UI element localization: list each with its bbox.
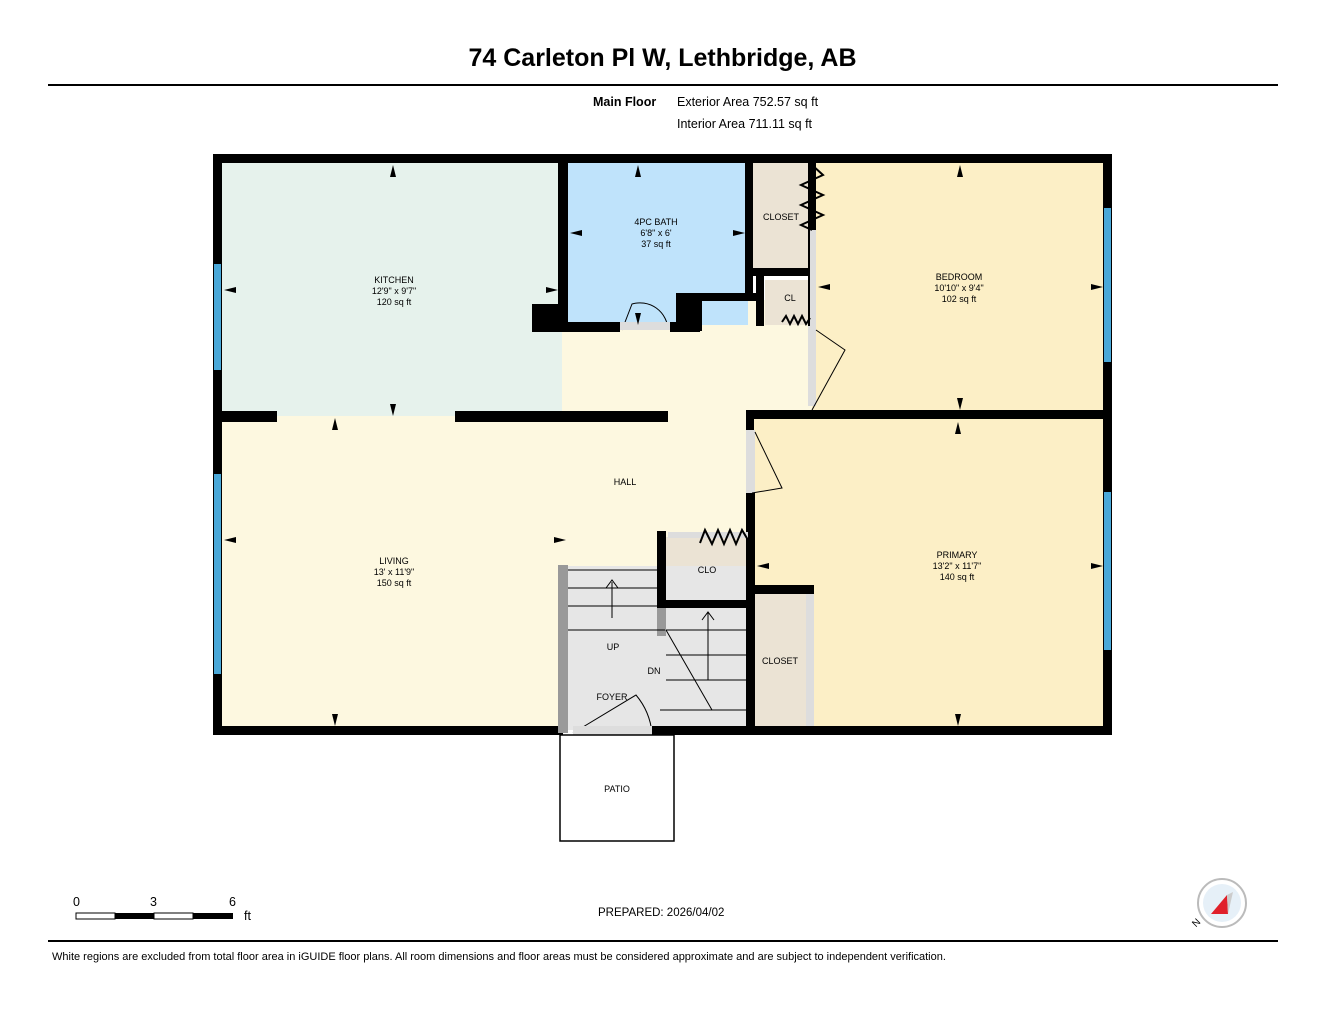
scale-bar — [75, 912, 233, 920]
bath-area: 37 sq ft — [641, 239, 671, 249]
exterior-walls — [213, 154, 1112, 735]
interior-area: Interior Area 711.11 sq ft — [677, 117, 813, 131]
scale-tick-0: 0 — [73, 895, 80, 909]
interior-walls — [220, 160, 1106, 733]
dimension-arrows — [224, 165, 1103, 726]
floor-name: Main Floor — [593, 95, 657, 109]
exterior-area: Exterior Area 752.57 sq ft — [677, 95, 819, 109]
closet-primary-fill — [754, 593, 810, 730]
up-label: UP — [607, 642, 620, 652]
dn-label: DN — [648, 666, 661, 676]
stairs-lines — [568, 569, 748, 711]
patio-outline — [559, 734, 675, 842]
patio-label: PATIO — [604, 784, 630, 794]
primary-name: PRIMARY — [937, 550, 978, 560]
living-name: LIVING — [379, 556, 409, 566]
cl-label: CL — [784, 293, 796, 303]
disclaimer: White regions are excluded from total fl… — [52, 951, 946, 963]
kitchen-area: 120 sq ft — [377, 297, 412, 307]
foyer-label: FOYER — [596, 692, 628, 702]
living-dims: 13' x 11'9" — [374, 567, 415, 577]
bath-name: 4PC BATH — [634, 217, 677, 227]
clo-label: CLO — [698, 565, 717, 575]
closet-top-label: CLOSET — [763, 212, 800, 222]
kitchen-dims: 12'9" x 9'7" — [372, 286, 416, 296]
compass-icon — [1197, 878, 1247, 928]
primary-dims: 13'2" x 11'7" — [933, 561, 982, 571]
kitchen-fill — [220, 160, 562, 416]
stairs-fill — [565, 566, 748, 730]
primary-area: 140 sq ft — [940, 572, 975, 582]
compass-n-label: N — [1190, 917, 1203, 930]
scale-tick-3: 3 — [150, 895, 157, 909]
plan-title: 74 Carleton Pl W, Lethbridge, AB — [468, 44, 857, 72]
living-area: 150 sq ft — [377, 578, 412, 588]
kitchen-name: KITCHEN — [374, 275, 414, 285]
bedroom-fill — [812, 160, 1106, 412]
bedroom-dims: 10'10" x 9'4" — [934, 283, 983, 293]
footer-divider — [48, 940, 1278, 942]
closet-top-fill — [752, 160, 810, 270]
closet-primary-label: CLOSET — [762, 656, 799, 666]
bedroom-area: 102 sq ft — [942, 294, 977, 304]
hall-label: HALL — [614, 477, 637, 487]
scale-unit: ft — [244, 909, 251, 923]
scale-tick-6: 6 — [229, 895, 236, 909]
bath-dims: 6'8" x 6' — [640, 228, 671, 238]
windows — [214, 208, 1111, 674]
header-divider — [48, 84, 1278, 86]
closet-zigzags — [699, 164, 826, 547]
bedroom-name: BEDROOM — [936, 272, 983, 282]
prepared-date: PREPARED: 2026/04/02 — [598, 907, 725, 919]
